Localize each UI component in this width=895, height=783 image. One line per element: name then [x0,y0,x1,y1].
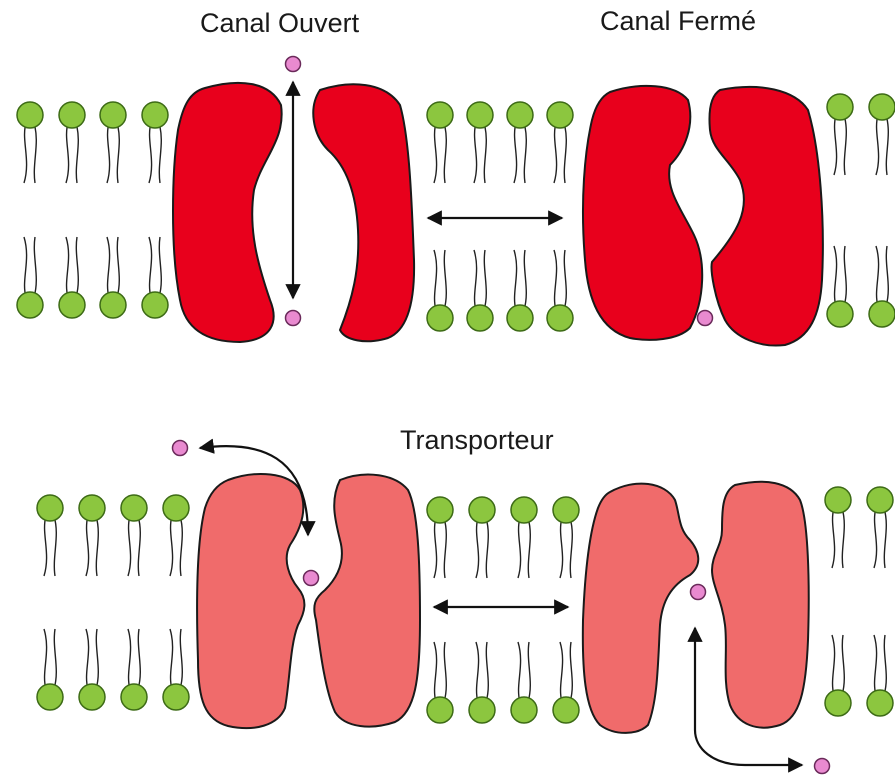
phospholipid-icon [547,250,573,331]
closed-channel-right-subunit [709,87,822,346]
phospholipid-icon [867,487,893,568]
closed-channel-left-subunit [583,86,702,340]
ion-icon [691,585,706,600]
phospholipid-icon [825,487,851,568]
phospholipid-icon [511,642,537,723]
phospholipid-icon [121,495,147,576]
ion-icon [286,57,301,72]
phospholipid-icon [553,642,579,723]
phospholipid-icon [163,629,189,710]
transporter-inward-left-subunit [583,484,698,733]
phospholipid-icon [59,237,85,318]
phospholipid-icon [17,102,43,183]
phospholipid-icon [427,102,453,183]
phospholipid-icon [827,246,853,327]
phospholipid-icon [142,237,168,318]
transporter-outward-left-subunit [197,474,304,728]
phospholipid-icon [79,495,105,576]
phospholipid-icon [121,629,147,710]
phospholipid-icon [869,246,895,327]
ion-icon [698,311,713,326]
phospholipid-icon [427,250,453,331]
phospholipid-icon [553,497,579,578]
phospholipid-icon [100,237,126,318]
phospholipid-icon [827,94,853,175]
ion-icon [815,759,830,774]
phospholipid-icon [37,495,63,576]
open-channel-left-subunit [173,83,282,342]
phospholipid-icon [507,102,533,183]
phospholipid-icon [427,497,453,578]
ion-icon [173,441,188,456]
phospholipid-icon [507,250,533,331]
phospholipid-icon [467,250,493,331]
phospholipid-icon [79,629,105,710]
phospholipid-icon [869,94,895,175]
protein-layer [173,83,823,733]
open-channel-label: Canal Ouvert [200,8,359,39]
closed-channel-label: Canal Fermé [600,6,756,37]
transporter-outward-right-subunit [314,475,420,727]
phospholipid-icon [469,642,495,723]
transporter-inward-right-subunit [712,482,809,728]
phospholipid-icon [511,497,537,578]
phospholipid-icon [142,102,168,183]
phospholipid-icon [867,635,893,716]
phospholipid-icon [17,237,43,318]
ion-icon [304,571,319,586]
phospholipid-icon [469,497,495,578]
phospholipid-icon [427,642,453,723]
ion-icon [286,311,301,326]
transporter-label: Transporteur [400,425,554,456]
phospholipid-icon [100,102,126,183]
phospholipid-icon [163,495,189,576]
phospholipid-icon [825,635,851,716]
phospholipid-icon [467,102,493,183]
phospholipid-icon [59,102,85,183]
phospholipid-icon [547,102,573,183]
phospholipid-icon [37,629,63,710]
open-channel-right-subunit [313,84,414,341]
